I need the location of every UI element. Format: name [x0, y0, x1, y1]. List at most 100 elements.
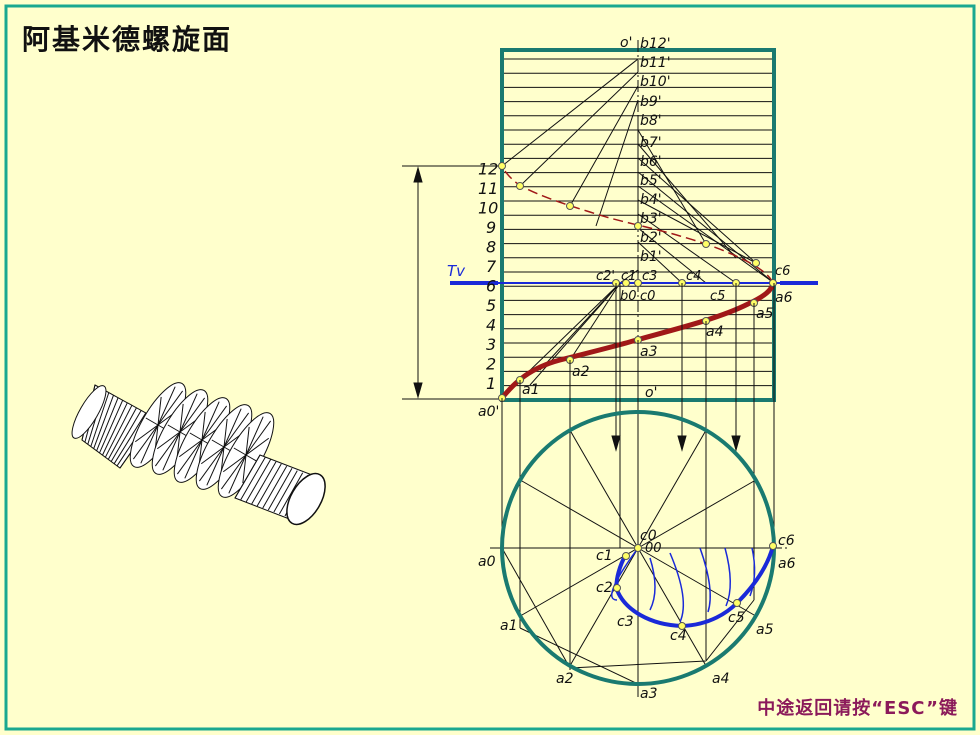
- hatch-line: [93, 395, 114, 449]
- disc-hatch: [134, 424, 159, 443]
- c-front-label: b0: [620, 289, 637, 304]
- section-curve: [699, 547, 711, 613]
- generator-line: [539, 282, 621, 371]
- section-curve: [724, 547, 731, 607]
- section-curve: [649, 557, 656, 611]
- height-tick-label: 4: [486, 316, 496, 335]
- height-tick-label: 6: [486, 277, 496, 296]
- disc-hatch: [201, 401, 220, 441]
- generator-line: [595, 99, 639, 227]
- hatch-line: [102, 402, 128, 456]
- hatch-line: [251, 461, 277, 505]
- disc-hatch: [245, 420, 272, 456]
- b-point-label: b6': [640, 154, 662, 170]
- hatch-line: [267, 468, 293, 511]
- a-front-label: a2: [572, 364, 590, 380]
- disc-hatch: [154, 431, 181, 467]
- front-point: [566, 202, 574, 210]
- generator-line: [637, 213, 737, 284]
- height-tick-label: 11: [478, 179, 498, 198]
- c-top-label: c2: [596, 580, 613, 596]
- disc-hatch: [178, 439, 203, 458]
- generator-line: [569, 85, 639, 207]
- disc-hatch: [167, 424, 181, 433]
- top-point: [769, 542, 777, 550]
- disc-hatch: [179, 397, 206, 433]
- front-point: [516, 182, 524, 190]
- generator-line: [501, 58, 639, 167]
- front-point: [622, 279, 630, 287]
- c-front-label: c5: [710, 289, 725, 304]
- c-top-label: c4: [670, 628, 687, 644]
- c-front-label: c2': [596, 269, 615, 284]
- a-top-label: a5: [756, 622, 774, 638]
- c-top-label: c1: [596, 548, 613, 564]
- height-tick-label: 10: [478, 199, 498, 218]
- b-point-label: b10': [640, 74, 671, 90]
- c-front-label: c0: [640, 289, 655, 304]
- height-tick-label: 3: [486, 335, 496, 354]
- disc-hatch: [223, 408, 242, 448]
- generator-line: [637, 129, 707, 245]
- hatch-line: [256, 463, 282, 507]
- section-thick-curve: [614, 545, 775, 629]
- projection-arrow: [611, 435, 621, 452]
- top-point: [733, 599, 741, 607]
- esc-hint: 中途返回请按“ESC”键: [757, 698, 958, 719]
- disc-hatch: [223, 412, 250, 448]
- chord-line: [569, 660, 707, 669]
- b-point-label: b5': [640, 173, 662, 189]
- hatch-line: [90, 392, 110, 447]
- c-top-label: c3: [617, 614, 634, 630]
- hatch-line: [104, 405, 133, 458]
- disc-hatch: [245, 426, 250, 456]
- chord-line: [519, 627, 639, 685]
- a-top-label: a2: [556, 671, 574, 687]
- generator-line: [569, 282, 621, 361]
- disc-hatch: [206, 446, 225, 486]
- b-point-label: b1': [640, 249, 662, 265]
- front-point: [702, 240, 710, 248]
- disc-hatch: [242, 454, 247, 484]
- disc-hatch: [211, 439, 225, 448]
- hatch-line: [110, 410, 142, 462]
- hatch-line: [273, 470, 298, 513]
- generator-line: [637, 227, 707, 284]
- b-point-label: b9': [640, 94, 662, 110]
- generator-line: [637, 157, 757, 264]
- c-top-label: c5: [728, 610, 745, 626]
- a-top-label: a0: [478, 554, 496, 570]
- b-point-label: b12': [640, 36, 671, 52]
- height-dimension: [402, 165, 500, 400]
- front-point: [752, 259, 760, 267]
- hatch-line: [245, 459, 272, 503]
- radial-line: [637, 547, 707, 667]
- a-top-label: a3: [640, 686, 658, 702]
- c-front-label: c4: [686, 269, 701, 284]
- radial-line: [519, 547, 639, 617]
- c-front-label: c1': [621, 269, 640, 284]
- hatch-line: [262, 465, 288, 509]
- disc-hatch: [189, 432, 203, 441]
- hatch-line: [278, 472, 304, 515]
- disc-hatch: [157, 396, 162, 426]
- c-front-label: c6: [775, 264, 790, 279]
- height-tick-label: 7: [486, 257, 497, 276]
- front-point: [769, 279, 777, 287]
- disc-hatch: [156, 431, 181, 450]
- chord-line: [705, 599, 755, 662]
- height-tick-label: 1: [486, 374, 496, 393]
- b-point-label: b4': [640, 192, 662, 208]
- c-top-label: c0: [640, 528, 657, 544]
- plane-label: Tv: [447, 262, 466, 280]
- height-tick-label: 2: [486, 355, 496, 374]
- height-tick-label: 8: [486, 238, 496, 257]
- radial-line: [569, 547, 639, 667]
- a-top-label: a4: [712, 671, 730, 687]
- generator-line: [637, 185, 775, 284]
- section-curve: [669, 552, 685, 623]
- top-point: [613, 584, 621, 592]
- disc-hatch: [157, 386, 176, 426]
